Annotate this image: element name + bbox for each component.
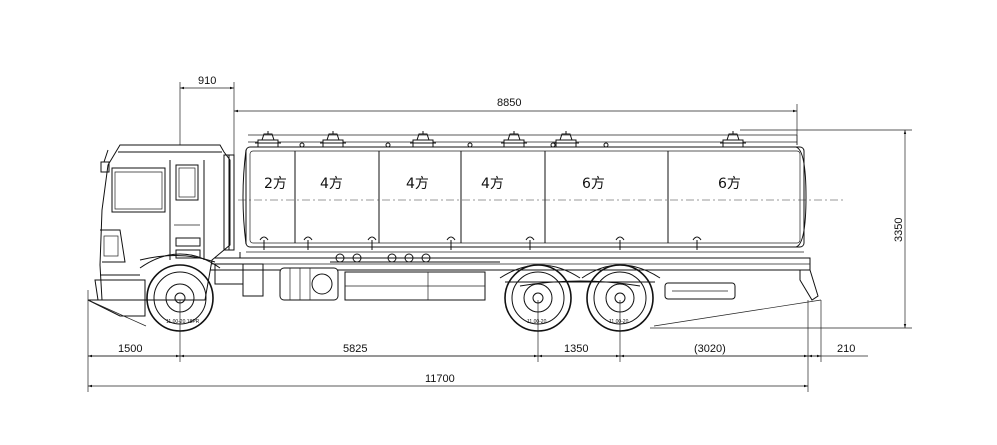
compartment-label-6: 6方	[718, 176, 741, 192]
compartment-label-2: 4方	[320, 176, 343, 192]
dim-1500: 1500	[118, 343, 142, 355]
dim-3020: (3020)	[694, 343, 726, 355]
dim-5825: 5825	[343, 343, 367, 355]
tyre-label-rear-2: 11.00-20	[609, 319, 629, 325]
dim-1350: 1350	[564, 343, 588, 355]
compartment-label-3: 4方	[406, 176, 429, 192]
dim-210: 210	[837, 343, 855, 355]
manholes	[255, 131, 746, 148]
compartment-label-4: 4方	[481, 176, 504, 192]
chassis-frame	[204, 252, 819, 301]
compartment-label-5: 6方	[582, 176, 605, 192]
rear-wheel-1	[504, 264, 572, 332]
front-wheel	[139, 253, 221, 332]
dim-8850: 8850	[497, 97, 521, 109]
rear-wheel-2	[586, 264, 654, 332]
dim-11700: 11700	[425, 373, 455, 385]
tyre-label-rear-1: 11.00-20	[527, 319, 547, 325]
tyre-label-front: 11.00-20 18PR	[166, 319, 200, 325]
bottom-valves	[259, 236, 702, 250]
dimension-lines	[87, 82, 912, 392]
tank	[238, 134, 846, 253]
compartment-label-1: 2方	[264, 176, 287, 192]
dim-3350: 3350	[893, 218, 905, 242]
truck-cab	[87, 144, 264, 317]
dim-910: 910	[198, 75, 216, 87]
